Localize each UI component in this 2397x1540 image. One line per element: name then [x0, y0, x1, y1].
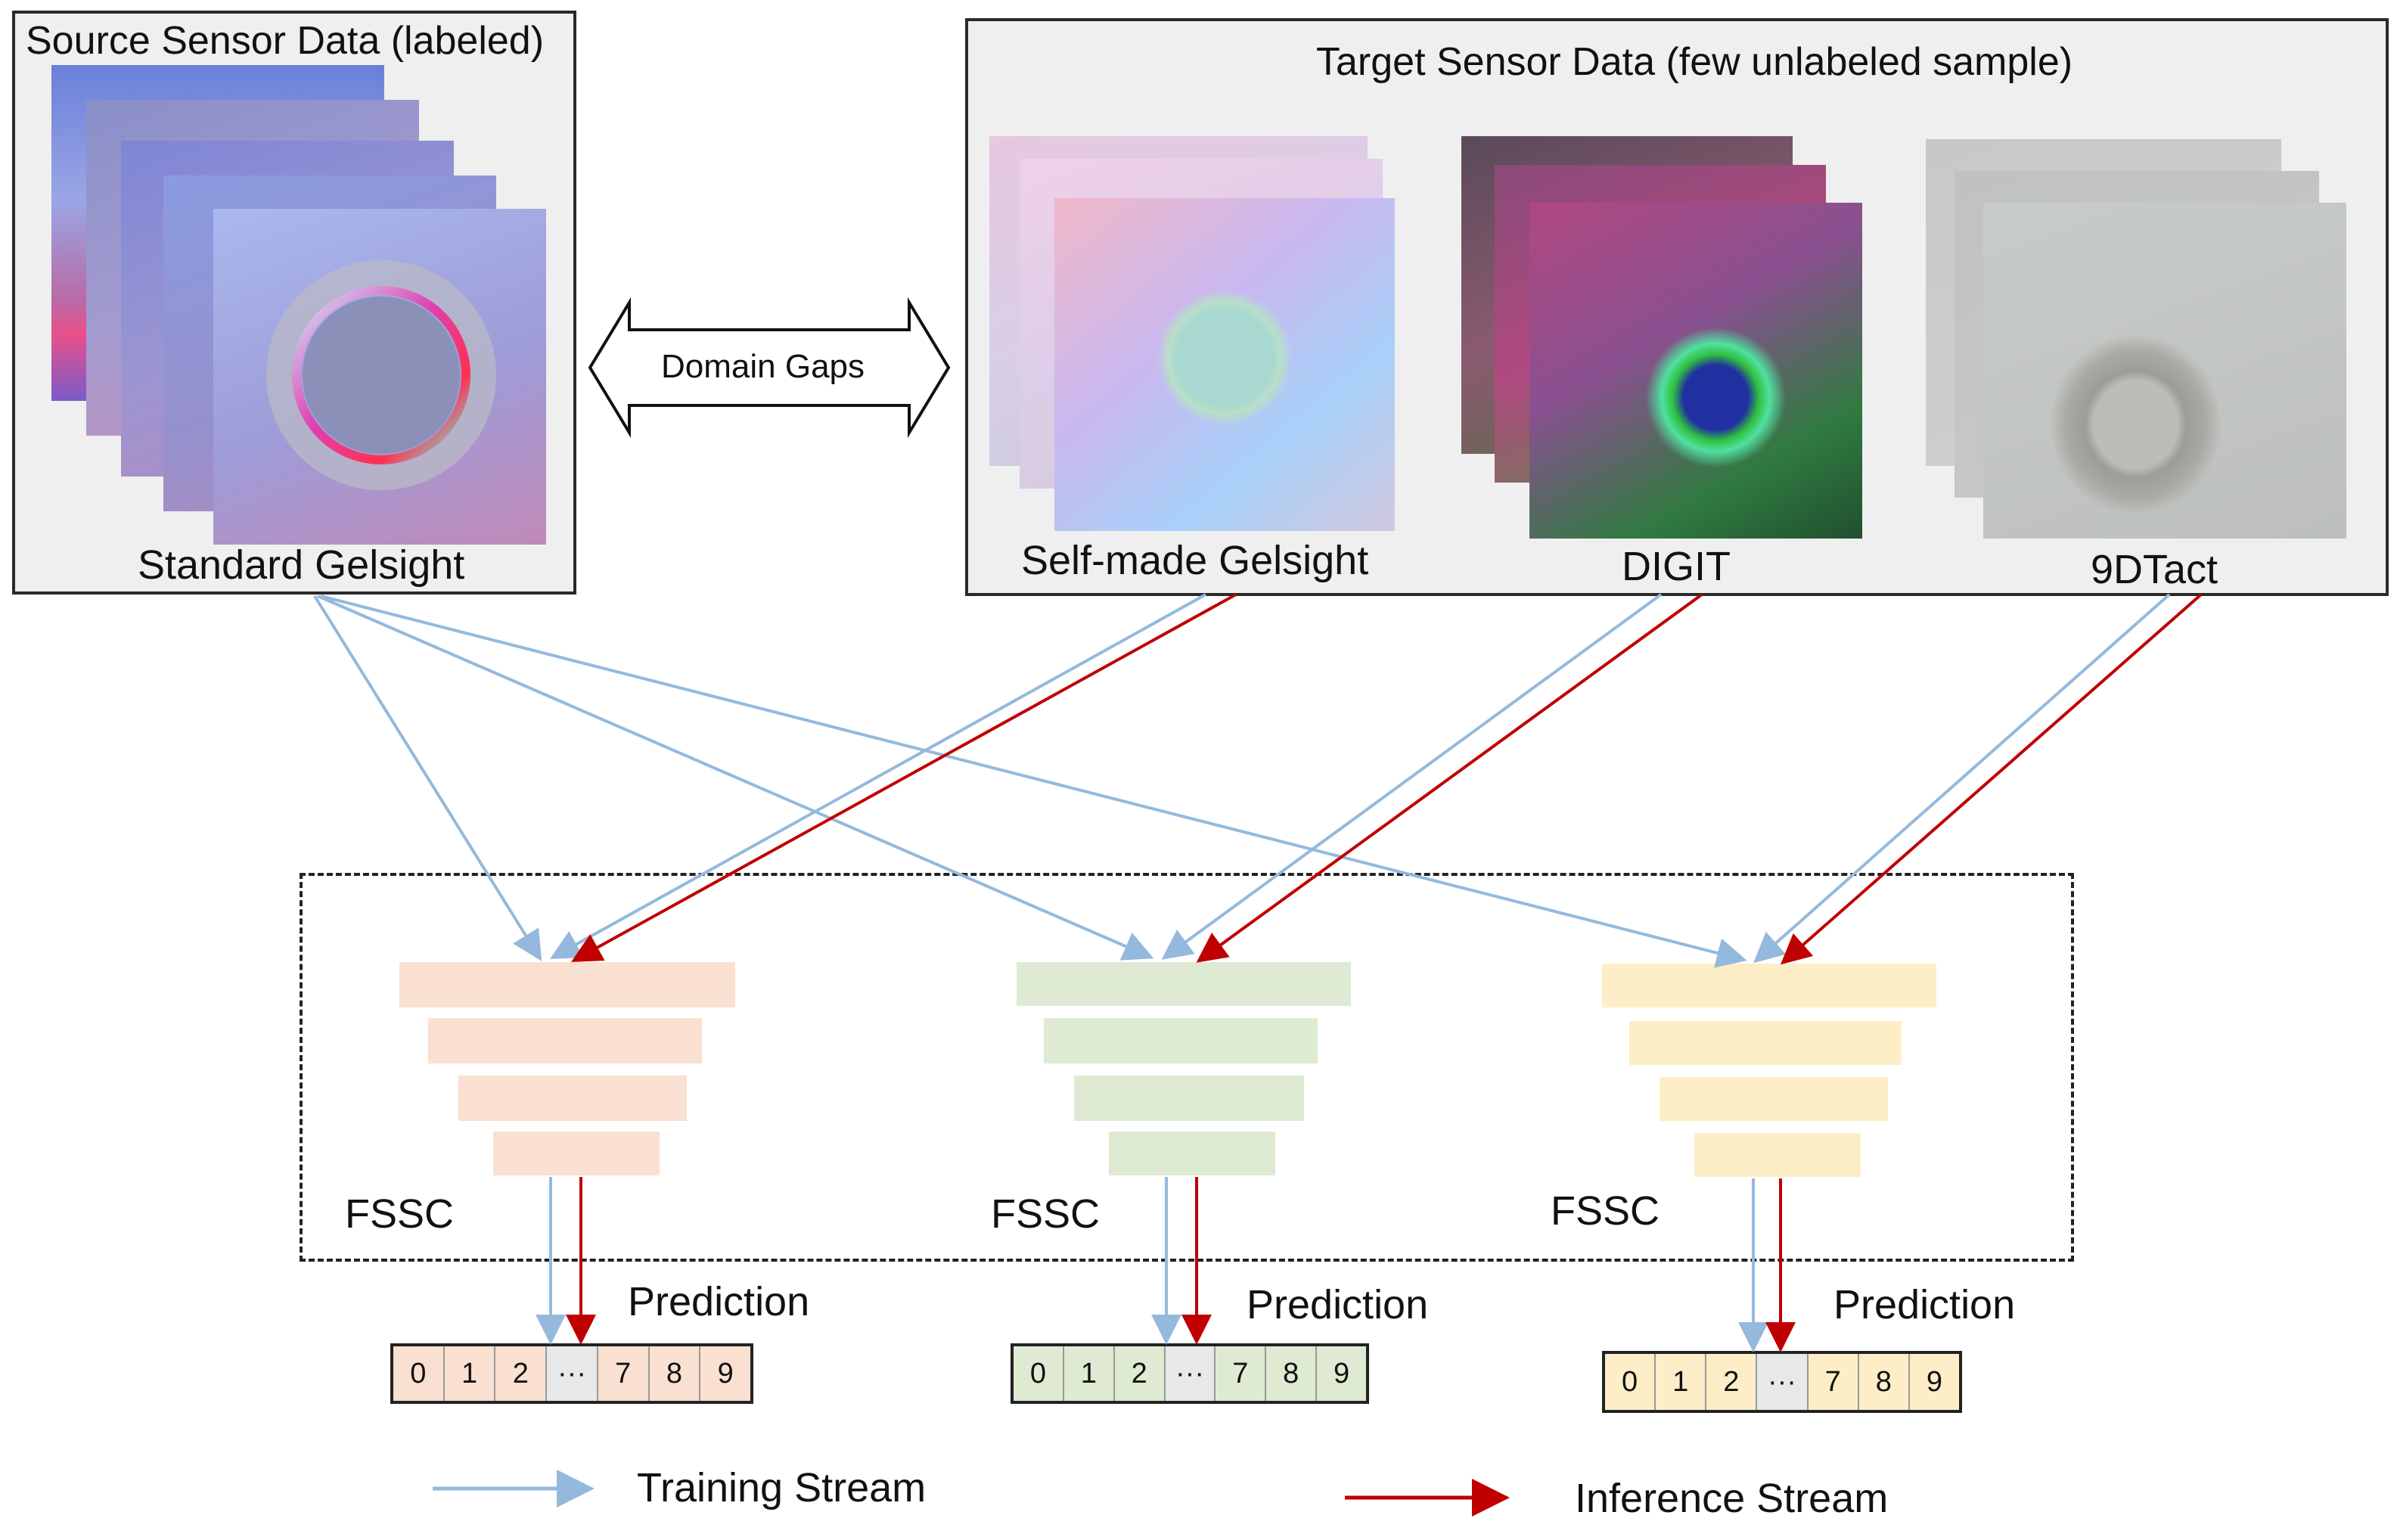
legend-inference-label: Inference Stream [1575, 1476, 1889, 1521]
branch-1-class-output: 0 1 2 ··· 7 8 9 [390, 1343, 753, 1404]
class-cell: 1 [444, 1346, 496, 1401]
inference-arrow-selfmade [570, 593, 1237, 962]
class-cell: 0 [1014, 1346, 1064, 1401]
class-cell: 7 [598, 1346, 650, 1401]
branch-3-prediction-label: Prediction [1833, 1282, 2016, 1327]
digit-label: DIGIT [1622, 544, 1731, 589]
class-cell: 9 [700, 1346, 751, 1401]
inference-arrow-9dtact [1780, 593, 2203, 965]
class-cell: 0 [1605, 1354, 1656, 1410]
branch-2-class-output: 0 1 2 ··· 7 8 9 [1011, 1343, 1369, 1404]
branch-3-layer-1 [1602, 964, 1936, 1008]
class-cell: 7 [1808, 1354, 1859, 1410]
gelsight-image-main [213, 209, 546, 545]
class-cell: 8 [649, 1346, 701, 1401]
class-cell: 2 [495, 1346, 548, 1401]
training-arrow-digit [1161, 593, 1663, 960]
selfmade-image-main [1054, 198, 1395, 531]
digit-image-main [1529, 203, 1862, 539]
branch-3-fssc-label: FSSC [1551, 1188, 1660, 1234]
branch-2-fssc-label: FSSC [991, 1191, 1101, 1237]
class-cell: 8 [1858, 1354, 1910, 1410]
branch-3-layer-4 [1694, 1133, 1861, 1177]
training-arrow-source-branch-3 [320, 595, 1747, 968]
branch-1-layer-4 [493, 1132, 660, 1175]
source-panel-title: Source Sensor Data (labeled) [26, 19, 545, 63]
domain-gap-arrow [588, 297, 951, 439]
branch-1-layer-2 [428, 1018, 702, 1063]
class-cell: 1 [1063, 1346, 1115, 1401]
branch-3-layer-2 [1629, 1021, 1902, 1065]
branch-2-prediction-label: Prediction [1247, 1282, 1429, 1327]
branch-3-class-output: 0 1 2 ··· 7 8 9 [1602, 1351, 1962, 1413]
class-cell: 2 [1114, 1346, 1166, 1401]
class-cell: 2 [1706, 1354, 1758, 1410]
class-cell: 9 [1317, 1346, 1367, 1401]
training-arrow-source-branch-1 [313, 595, 542, 961]
class-cell: 1 [1656, 1354, 1707, 1410]
gelsight-ring-image [266, 260, 496, 490]
training-arrow-9dtact [1753, 593, 2171, 964]
class-cell: 8 [1266, 1346, 1318, 1401]
class-cell: 7 [1216, 1346, 1267, 1401]
selfmade-gelsight-label: Self-made Gelsight [1021, 538, 1369, 583]
branch-1-layer-1 [399, 962, 735, 1008]
standard-gelsight-label: Standard Gelsight [138, 542, 465, 588]
9dtact-label: 9DTact [2091, 547, 2218, 592]
target-panel-title: Target Sensor Data (few unlabeled sample… [1316, 40, 2073, 84]
branch-2-layer-4 [1109, 1132, 1275, 1175]
legend-training-label: Training Stream [637, 1465, 927, 1511]
domain-gaps-label: Domain Gaps [661, 348, 865, 385]
training-arrow-source-branch-2 [317, 595, 1154, 961]
branch-2-layer-3 [1074, 1076, 1304, 1121]
training-arrow-selfmade [550, 593, 1206, 959]
class-cell-ellipsis: ··· [1165, 1346, 1216, 1401]
class-cell-ellipsis: ··· [547, 1346, 598, 1401]
branch-2-layer-2 [1044, 1018, 1318, 1063]
branch-2-layer-1 [1017, 962, 1351, 1006]
branch-1-prediction-label: Prediction [628, 1279, 810, 1324]
class-cell: 0 [393, 1346, 445, 1401]
9dtact-image-main [1983, 203, 2346, 539]
class-cell-ellipsis: ··· [1757, 1354, 1809, 1410]
branch-3-layer-3 [1660, 1077, 1888, 1121]
branch-1-fssc-label: FSSC [345, 1191, 455, 1237]
fssc-region [300, 873, 2074, 1262]
branch-1-layer-3 [458, 1076, 687, 1121]
class-cell: 9 [1909, 1354, 1959, 1410]
inference-arrow-digit [1196, 593, 1703, 963]
